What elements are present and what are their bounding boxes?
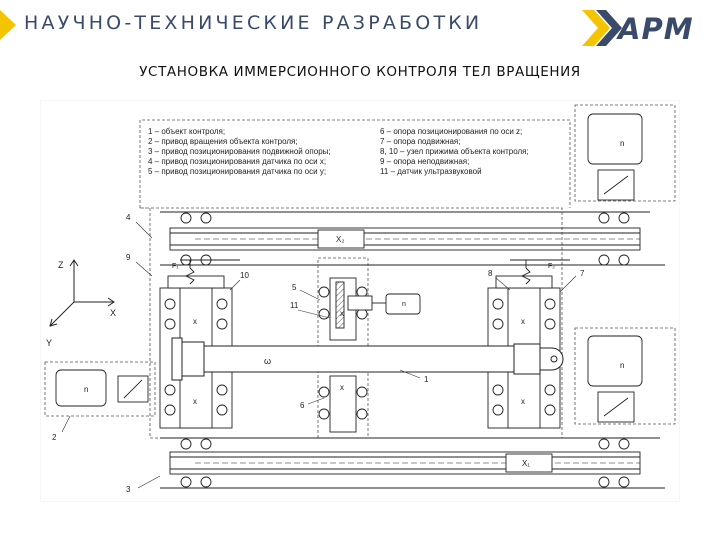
motor-n-left: n (84, 385, 88, 394)
motors (55, 113, 643, 423)
axis-y-label: Y (46, 338, 52, 348)
header-title: НАУЧНО-ТЕХНИЧЕСКИЕ РАЗРАБОТКИ (24, 12, 483, 34)
omega-label: ω (264, 356, 271, 366)
sensor-motor-n: n (402, 301, 406, 308)
callout-lines (61, 221, 577, 489)
logo-text: АРМ (618, 12, 694, 46)
legend-item-6: 6 – опора позиционирования по оси z; (380, 127, 522, 136)
f1-label: F₁ (172, 263, 179, 270)
legend-item-9: 9 – опора неподвижная; (380, 157, 469, 166)
legend-item-2: 2 – привод вращения объекта контроля; (148, 137, 298, 146)
callout-4: 4 (126, 213, 131, 222)
installation-diagram: 1 – объект контроля; 2 – привод вращения… (39, 99, 681, 503)
callout-numbers: 4 9 10 5 11 6 1 8 7 2 3 (52, 213, 585, 494)
coordinate-axes (49, 259, 115, 327)
legend-item-10: 11 – датчик ультразвуковой (380, 167, 482, 176)
schematic-drawing: 1 – объект контроля; 2 – привод вращения… (39, 99, 681, 503)
legend-item-7: 7 – опора подвижная; (380, 137, 460, 146)
company-logo: АРМ (580, 6, 710, 50)
x-mark: x (340, 383, 344, 392)
yellow-arrow-icon (0, 10, 16, 40)
clamp-springs (180, 259, 570, 285)
legend-item-4: 4 – привод позиционирования датчика по о… (148, 157, 326, 166)
legend-item-5: 5 – привод позиционирования датчика по о… (148, 167, 326, 176)
rail-rollers (180, 212, 630, 488)
upper-rail (160, 211, 665, 266)
x-mark: x (193, 397, 197, 406)
callout-8: 8 (488, 269, 493, 278)
slide-subtitle: УСТАНОВКА ИММЕРСИОННОГО КОНТРОЛЯ ТЕЛ ВРА… (139, 64, 581, 80)
x-mark: x (521, 397, 525, 406)
x-mark: x (193, 317, 197, 326)
callout-6: 6 (300, 401, 305, 410)
motor-n-lower: n (620, 361, 624, 370)
callout-7: 7 (580, 269, 585, 278)
x-mark: x (521, 317, 525, 326)
callout-1: 1 (424, 375, 429, 384)
sensor-carriage (318, 277, 421, 433)
legend-item-1: 1 – объект контроля; (148, 127, 225, 136)
callout-10: 10 (240, 271, 249, 280)
callout-5: 5 (292, 283, 297, 292)
f2-label: F₂ (548, 263, 555, 270)
callout-3: 3 (126, 485, 131, 494)
callout-11: 11 (290, 301, 299, 310)
legend-item-3: 3 – привод позиционирования подвижной оп… (148, 147, 331, 156)
logo-mark-icon (582, 10, 622, 46)
lower-rail (160, 437, 665, 489)
x1-label: X₁ (522, 459, 530, 468)
axis-z-label: Z (58, 260, 64, 270)
legend: 1 – объект контроля; 2 – привод вращения… (148, 127, 529, 176)
axis-x-label: X (110, 308, 116, 318)
motor-n-upper: n (620, 139, 624, 148)
x-mark: x (340, 309, 344, 318)
test-object-shaft (171, 337, 564, 381)
callout-9: 9 (126, 253, 131, 262)
legend-item-8: 8, 10 – узел прижима объекта контроля; (380, 147, 529, 156)
header: НАУЧНО-ТЕХНИЧЕСКИЕ РАЗРАБОТКИ АРМ (0, 0, 720, 56)
x2-label: X₂ (336, 235, 344, 244)
callout-2: 2 (52, 433, 57, 442)
